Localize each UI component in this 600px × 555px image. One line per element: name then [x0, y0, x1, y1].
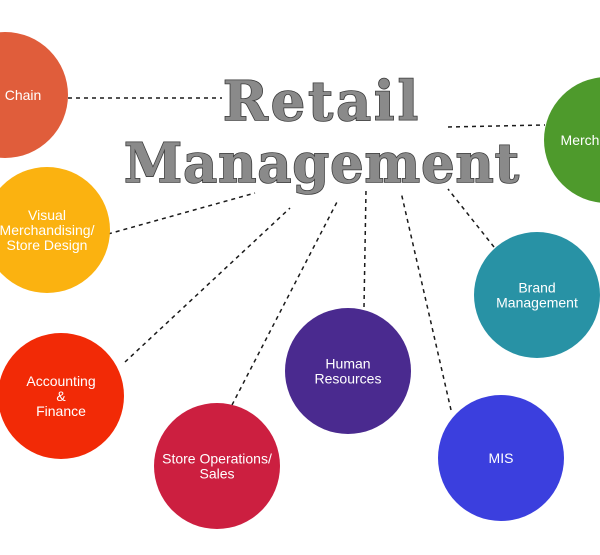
node-circle-mis	[438, 395, 564, 521]
node-supply-chain: Chain	[0, 32, 68, 158]
node-label-accounting-finance: &	[56, 388, 66, 404]
node-circle-human-resources	[285, 308, 411, 434]
node-label-visual-merchandising: Store Design	[7, 237, 88, 253]
node-label-supply-chain: Chain	[5, 87, 42, 103]
node-circle-visual-merchandising	[0, 167, 110, 293]
node-accounting-finance: Accounting&Finance	[0, 333, 124, 459]
connector-accounting-finance	[124, 207, 291, 363]
node-label-store-operations: Sales	[199, 466, 234, 482]
node-store-operations: Store Operations/Sales	[154, 403, 280, 529]
node-label-brand-management: Management	[496, 295, 578, 311]
title-line-management: Management	[124, 131, 520, 195]
node-circle-supply-chain	[0, 32, 68, 158]
node-label-accounting-finance: Finance	[36, 403, 86, 419]
node-label-human-resources: Resources	[315, 371, 382, 387]
node-label-visual-merchandising: Merchandising/	[0, 222, 95, 238]
node-label-visual-merchandising: Visual	[28, 207, 66, 223]
node-mis: MIS	[438, 395, 564, 521]
node-label-brand-management: Brand	[518, 280, 555, 296]
connector-human-resources	[363, 189, 367, 308]
node-label-store-operations: Store Operations/	[162, 451, 272, 467]
node-label-human-resources: Human	[325, 356, 370, 372]
node-circle-merchandising	[544, 77, 600, 203]
connector-brand-management	[447, 188, 495, 248]
node-circle-brand-management	[474, 232, 600, 358]
title-line-retail: Retail	[223, 69, 421, 133]
connector-merchandising	[447, 124, 546, 128]
node-label-accounting-finance: Accounting	[26, 373, 95, 389]
node-label-mis: MIS	[489, 450, 514, 466]
node-merchandising: Merch	[544, 77, 600, 203]
connector-visual-merchandising	[107, 192, 256, 235]
node-circle-accounting-finance	[0, 333, 124, 459]
connectors	[68, 97, 546, 411]
connector-mis	[400, 191, 452, 411]
diagram-title: Retail Management	[123, 68, 520, 196]
node-circle-store-operations	[154, 403, 280, 529]
node-label-merchandising: Merch	[561, 132, 600, 148]
connector-store-operations	[231, 201, 338, 406]
